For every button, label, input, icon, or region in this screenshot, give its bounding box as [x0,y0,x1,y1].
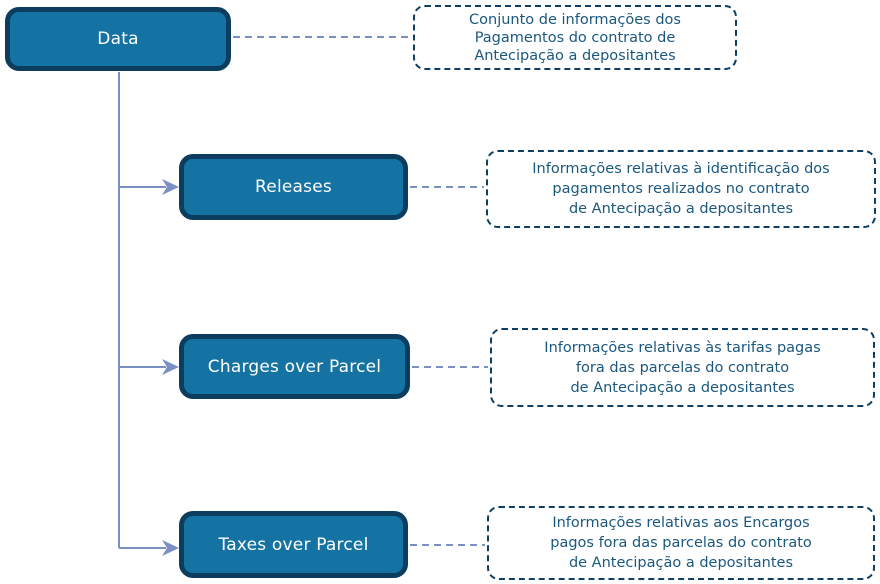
note-data: Conjunto de informações dos Pagamentos d… [413,5,737,70]
arrowhead-taxes [162,540,179,556]
node-data: Data [5,7,231,71]
arrowhead-charges [162,359,179,375]
node-charges-label: Charges over Parcel [207,356,382,377]
node-taxes-label: Taxes over Parcel [218,534,369,555]
note-line: pagamentos realizados no contrato [552,181,810,197]
node-data-label: Data [97,29,139,49]
note-line: Antecipação a depositantes [474,47,676,64]
note-line: de Antecipação a depositantes [568,555,794,571]
note-line: Informações relativas às tarifas pagas [544,339,821,356]
note-line: pagos fora das parcelas do contrato [550,535,812,551]
note-line: de Antecipação a depositantes [570,379,795,396]
note-taxes-over-parcel: Informações relativas aos Encargos pagos… [487,506,875,580]
note-line: de Antecipação a depositantes [568,201,794,217]
arrowhead-releases [162,179,179,195]
note-line: Informações relativas aos Encargos [552,515,810,531]
note-charges-over-parcel: Informações relativas às tarifas pagas f… [490,328,875,407]
note-line: Informações relativas à identificação do… [532,161,830,177]
node-charges-over-parcel: Charges over Parcel [179,334,410,399]
node-releases: Releases [179,154,408,220]
note-line: Conjunto de informações dos [469,11,681,28]
node-taxes-over-parcel: Taxes over Parcel [179,511,408,578]
note-line: fora das parcelas do contrato [575,359,790,376]
note-releases: Informações relativas à identificação do… [486,150,876,228]
note-line: Pagamentos do contrato de [474,29,676,46]
node-releases-label: Releases [255,177,332,197]
